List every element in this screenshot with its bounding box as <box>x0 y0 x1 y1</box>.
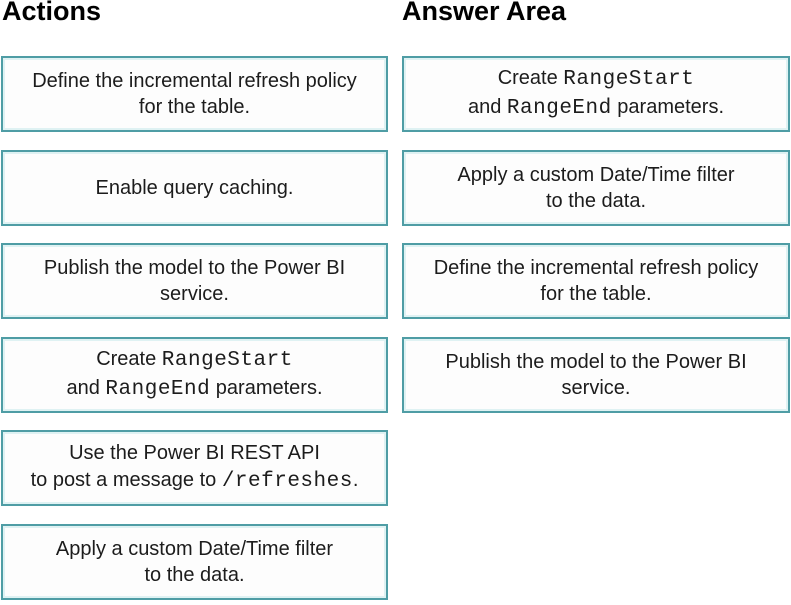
box-text-line: Apply a custom Date/Time filter <box>457 162 734 188</box>
plain-text: and <box>66 377 106 399</box>
box-text-line: to post a message to /refreshes. <box>31 467 359 496</box>
code-text: /refreshes <box>221 469 353 493</box>
box-text-line: to the data. <box>546 188 646 214</box>
box-text-line: to the data. <box>144 562 244 588</box>
plain-text: Enable query caching. <box>95 176 294 199</box>
box-text-line: Define the incremental refresh policy <box>434 255 759 281</box>
code-text: RangeEnd <box>105 378 211 401</box>
box-text-line: and RangeEnd parameters. <box>468 94 724 123</box>
answer-box[interactable]: Define the incremental refresh policy for… <box>402 243 790 319</box>
box-text-line: service. <box>562 375 631 401</box>
plain-text: for the table. <box>540 283 652 305</box>
answer-area-title: Answer Area <box>402 0 567 26</box>
plain-text: . <box>352 468 359 491</box>
plain-text: service. <box>160 283 229 305</box>
plain-text: Create <box>96 348 162 371</box>
actions-title: Actions <box>2 0 102 26</box>
action-box[interactable]: Apply a custom Date/Time filter to the da… <box>1 524 388 600</box>
plain-text: Apply a custom Date/Time filter <box>55 537 334 560</box>
action-box[interactable]: Enable query caching. <box>1 150 388 226</box>
box-text-line: Create RangeStart <box>96 346 293 375</box>
box-text-line: for the table. <box>540 281 651 307</box>
plain-text: Create <box>497 67 564 90</box>
plain-text: to the data. <box>545 190 647 212</box>
plain-text: to the data. <box>144 564 245 586</box>
plain-text: Publish the model to the Power BI <box>445 350 747 373</box>
plain-text: for the table. <box>138 96 251 118</box>
plain-text: Define the incremental refresh policy <box>433 256 759 279</box>
answer-box[interactable]: Apply a custom Date/Time filter to the da… <box>402 150 790 226</box>
answer-box[interactable]: Publish the model to the Power BI service… <box>402 337 790 413</box>
box-text-line: and RangeEnd parameters. <box>66 375 322 404</box>
box-text-line: Create RangeStart <box>498 65 695 94</box>
box-text-line: Define the incremental refresh policy <box>32 68 357 94</box>
plain-text: Define the incremental refresh policy <box>32 69 357 92</box>
code-text: RangeStart <box>563 68 695 92</box>
box-text-line: for the table. <box>139 94 250 120</box>
box-text-line: Use the Power BI REST API <box>69 440 320 466</box>
action-box[interactable]: Define the incremental refresh policy for… <box>1 56 388 132</box>
action-box[interactable]: Publish the model to the Power BI service… <box>1 243 388 319</box>
plain-text: parameters. <box>611 96 725 118</box>
plain-text: to post a message to <box>30 468 222 491</box>
box-text-line: Enable query caching. <box>96 175 294 201</box>
box-text-line: Publish the model to the Power BI <box>44 255 345 281</box>
plain-text: Use the Power BI REST API <box>69 442 320 465</box>
plain-text: service. <box>561 377 631 399</box>
plain-text: Apply a custom Date/Time filter <box>457 163 735 186</box>
plain-text: and <box>467 96 507 118</box>
plain-text: parameters. <box>210 377 323 399</box>
box-text-line: Apply a custom Date/Time filter <box>56 536 333 562</box>
code-text: RangeStart <box>161 349 293 373</box>
plain-text: Publish the model to the Power BI <box>43 256 346 279</box>
code-text: RangeEnd <box>506 97 612 120</box>
box-text-line: service. <box>160 281 229 307</box>
box-text-line: Publish the model to the Power BI <box>445 349 746 375</box>
